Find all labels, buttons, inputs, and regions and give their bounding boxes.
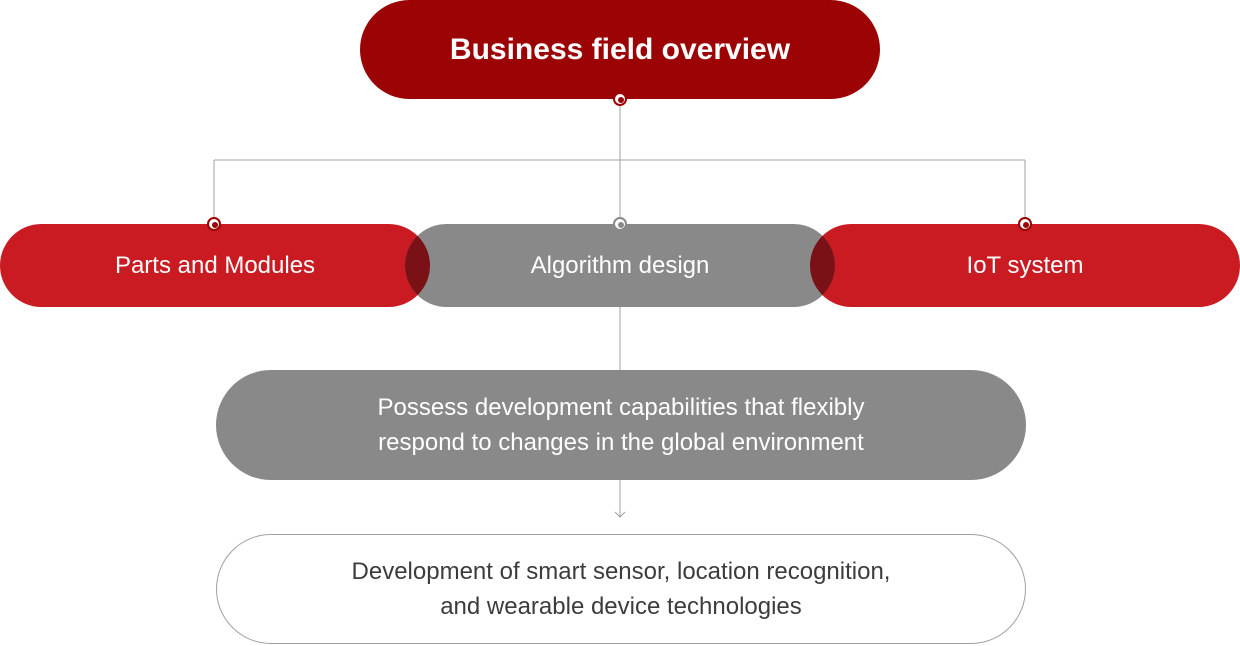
capability-text: Possess development capabilities that fl…	[378, 390, 865, 460]
capability-line-2: respond to changes in the global environ…	[378, 429, 864, 456]
capability-line-1: Possess development capabilities that fl…	[377, 394, 865, 421]
development-line-2: and wearable device technologies	[440, 593, 802, 620]
branch-parts-modules: Parts and Modules	[0, 224, 430, 307]
development-pill: Development of smart sensor, location re…	[216, 534, 1026, 644]
branch-parts-modules-label: Parts and Modules	[114, 251, 316, 279]
branch-right-anchor-dot	[1018, 217, 1032, 231]
branch-iot-system-label: IoT system	[966, 251, 1084, 279]
title-anchor-dot	[613, 92, 627, 106]
development-line-1: Development of smart sensor, location re…	[351, 558, 891, 585]
branch-left-anchor-dot	[207, 217, 221, 231]
arrow-down-icon	[614, 511, 626, 518]
capability-pill: Possess development capabilities that fl…	[216, 370, 1026, 480]
branch-algorithm-design: Algorithm design	[405, 224, 835, 307]
branch-iot-system: IoT system	[810, 224, 1240, 307]
development-text: Development of smart sensor, location re…	[352, 554, 891, 624]
title-pill: Business field overview	[360, 0, 880, 99]
branch-center-anchor-dot	[613, 217, 627, 231]
branch-algorithm-design-label: Algorithm design	[530, 251, 710, 279]
title-label: Business field overview	[449, 32, 791, 66]
